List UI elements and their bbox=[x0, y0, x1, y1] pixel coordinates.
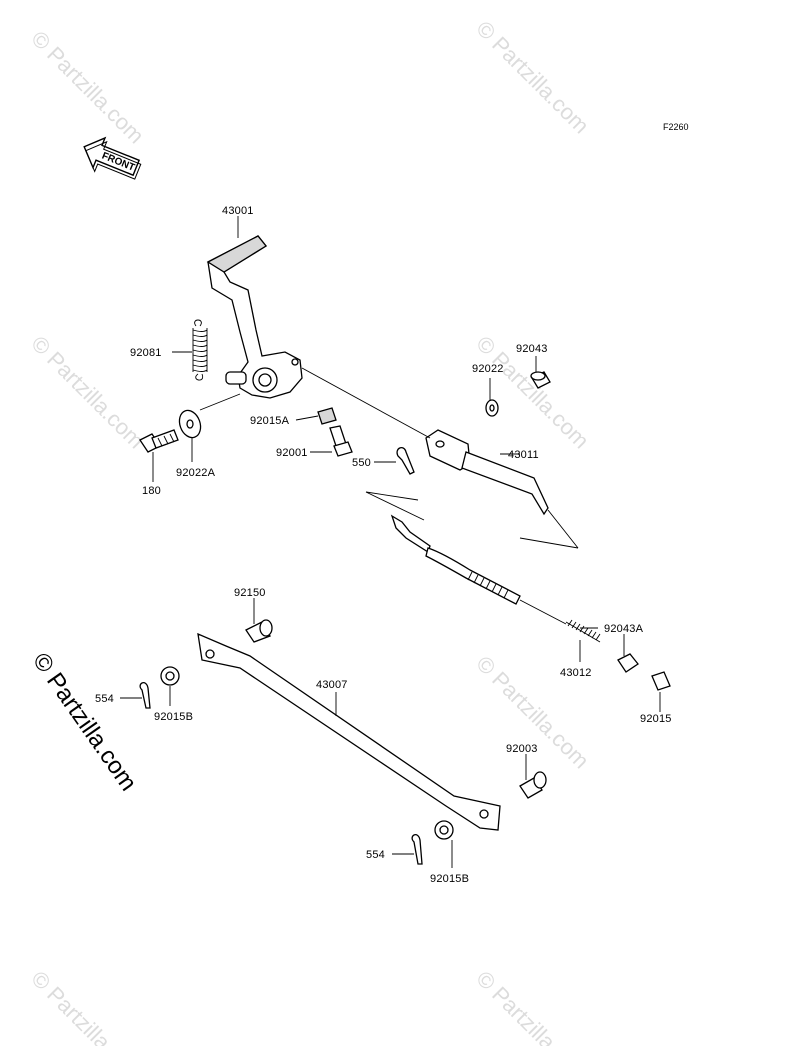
label-92001: 92001 bbox=[276, 447, 308, 459]
bolt-92003 bbox=[519, 771, 547, 799]
brake-pedal-43001 bbox=[206, 235, 303, 399]
label-550: 550 bbox=[352, 457, 371, 469]
washer-92022a bbox=[178, 409, 202, 439]
bolt-180 bbox=[139, 429, 179, 453]
label-43001: 43001 bbox=[222, 205, 254, 217]
watermark: © Partzilla.com bbox=[26, 966, 149, 1046]
label-92022: 92022 bbox=[472, 363, 504, 375]
label-92150: 92150 bbox=[234, 587, 266, 599]
watermarks: © Partzilla.com © Partzilla.com © Partzi… bbox=[26, 16, 594, 1046]
watermark: © Partzilla.com bbox=[471, 16, 594, 139]
label-92043: 92043 bbox=[516, 343, 548, 355]
rod-43011 bbox=[425, 429, 549, 516]
label-92003: 92003 bbox=[506, 743, 538, 755]
label-92015b-right: 92015B bbox=[430, 873, 469, 885]
lever-43007 bbox=[197, 632, 501, 831]
bolt-92150 bbox=[245, 619, 273, 643]
label-92081: 92081 bbox=[130, 347, 162, 359]
watermark: © Partzilla.com bbox=[26, 26, 149, 149]
spring-92081 bbox=[192, 319, 208, 381]
collar-92015a bbox=[317, 407, 337, 425]
pin-92043a bbox=[617, 653, 639, 673]
label-554-left: 554 bbox=[95, 693, 114, 705]
label-92015b-left: 92015B bbox=[154, 711, 193, 723]
nut-92015 bbox=[651, 671, 671, 691]
label-43007: 43007 bbox=[316, 679, 348, 691]
cotter-pin-554-right bbox=[411, 834, 423, 865]
label-43011: 43011 bbox=[508, 449, 539, 461]
leader-lines bbox=[120, 216, 661, 868]
diagram-code: F2260 bbox=[663, 122, 689, 132]
label-92015a: 92015A bbox=[250, 415, 290, 427]
washer-92022 bbox=[485, 399, 499, 417]
cotter-pin-550 bbox=[396, 447, 415, 475]
label-92015: 92015 bbox=[640, 713, 672, 725]
nut-92015b-right bbox=[434, 820, 454, 840]
label-92022a: 92022A bbox=[176, 467, 216, 479]
label-92043a: 92043A bbox=[604, 623, 644, 635]
part-labels: 43001 92081 92015A 92001 550 92022A 180 … bbox=[95, 205, 672, 885]
nut-92015b-left bbox=[160, 666, 180, 686]
reference-lines bbox=[301, 367, 579, 549]
pin-92043 bbox=[530, 371, 551, 389]
label-43012: 43012 bbox=[560, 667, 592, 679]
bolt-92001 bbox=[329, 425, 353, 457]
watermark: © Partzilla.com bbox=[471, 966, 594, 1046]
cable-43012 bbox=[390, 514, 601, 643]
side-watermark: © Partzilla.com bbox=[27, 648, 142, 796]
label-180: 180 bbox=[142, 485, 161, 497]
label-554-right: 554 bbox=[366, 849, 385, 861]
cotter-pin-554-left bbox=[139, 682, 151, 709]
